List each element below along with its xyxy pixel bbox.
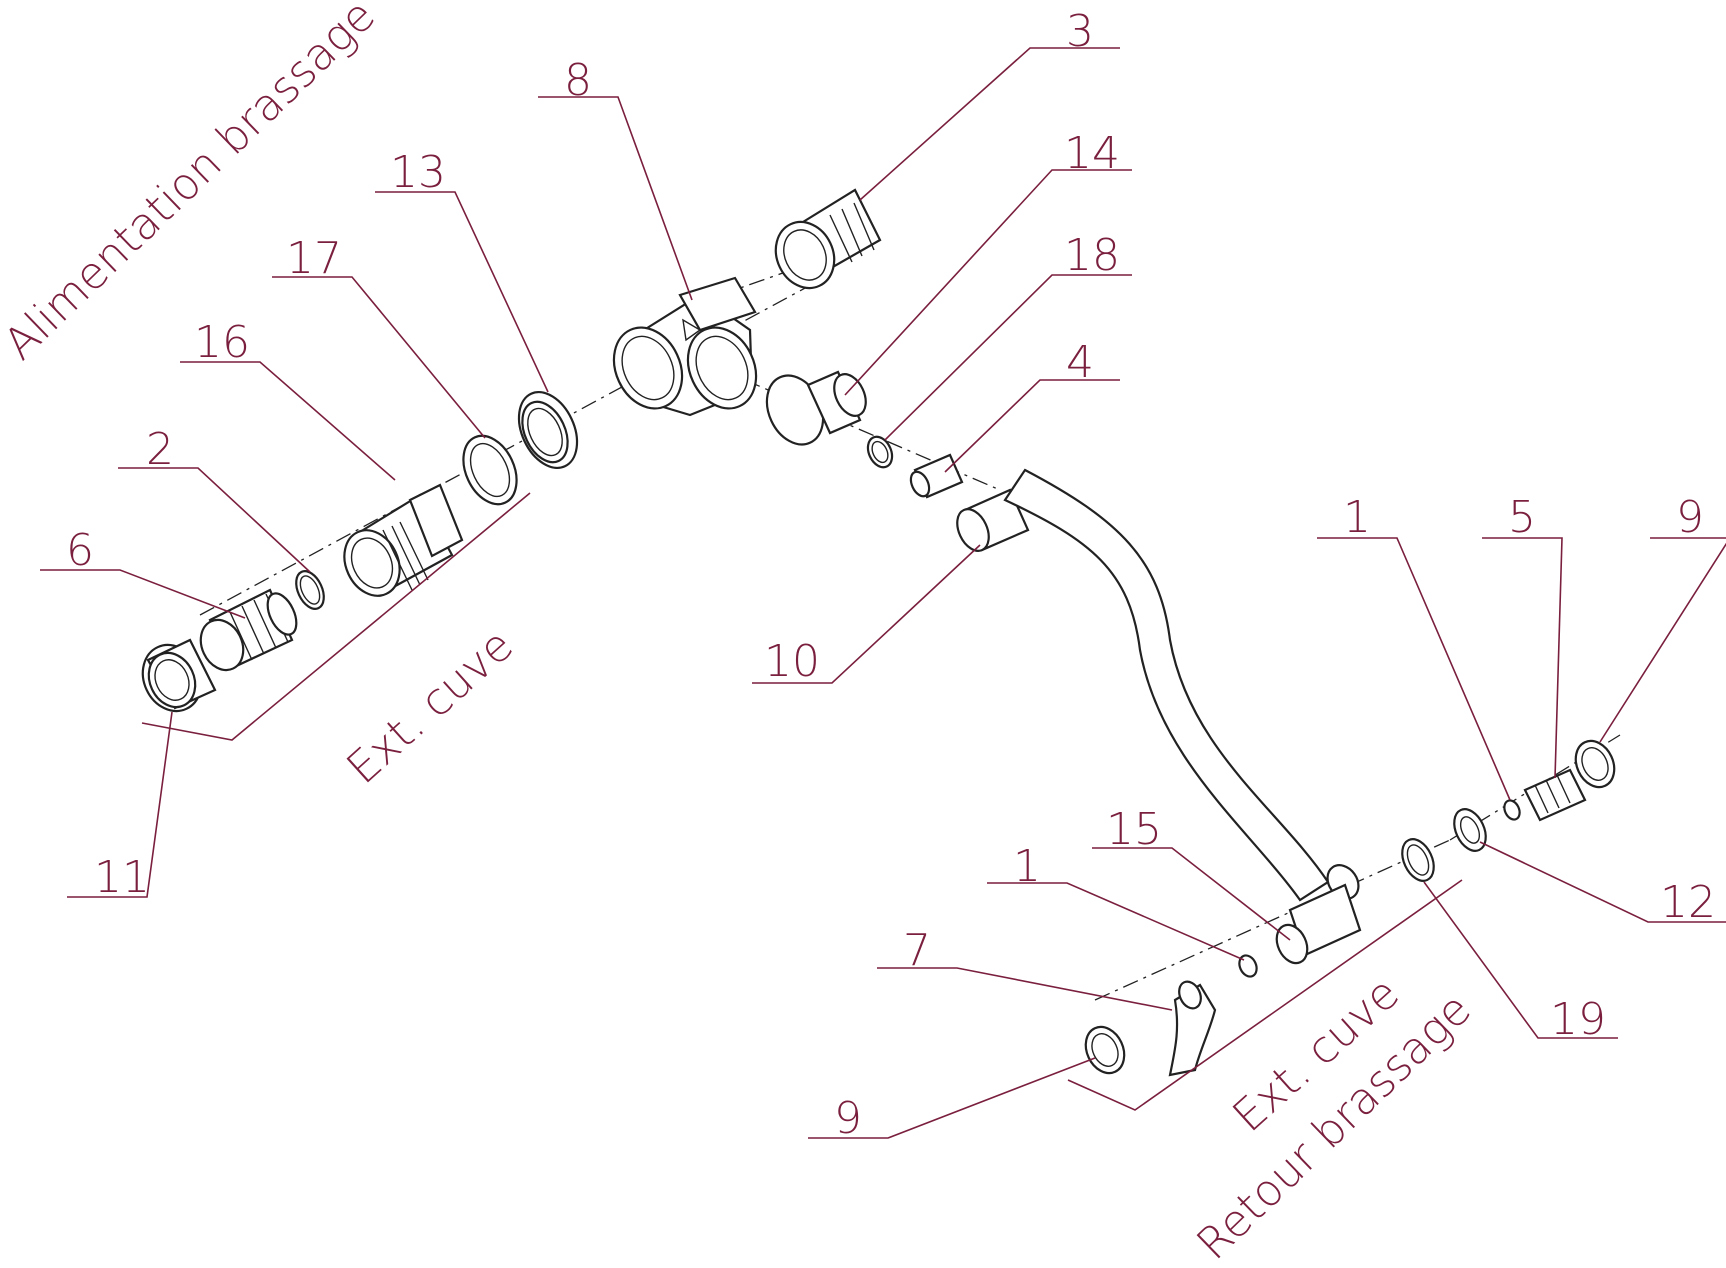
part-1-o-ring-lower	[1238, 954, 1258, 978]
callout-16: 16	[194, 317, 250, 368]
callout-1: 1	[1343, 492, 1371, 543]
callout-9: 9	[1676, 492, 1704, 543]
leader-line	[1067, 879, 1463, 1111]
part-1-o-ring-upper	[1503, 799, 1521, 821]
callout-17: 17	[286, 233, 342, 284]
part-10-hose-nut	[956, 488, 1030, 552]
leader-line	[752, 544, 981, 684]
part-3-hose-tail	[774, 188, 882, 290]
leader-line	[67, 711, 173, 898]
part-17-flat-gasket	[462, 434, 518, 506]
leader-line	[1423, 881, 1618, 1039]
leader-line	[118, 467, 311, 573]
leader-line	[40, 569, 246, 619]
center-axes	[199, 259, 1621, 1001]
part-15-elbow-adapter	[1275, 883, 1362, 965]
leader-line	[884, 274, 1132, 441]
leader-line	[272, 276, 486, 439]
part-13-tank-nut	[517, 391, 579, 469]
title-supply: Alimentation brassage	[0, 0, 385, 370]
callout-4: 4	[1066, 337, 1094, 388]
part-12-tank-nut	[1453, 808, 1487, 852]
callout-6: 6	[66, 525, 94, 576]
part-9-nut-lower	[1084, 1025, 1126, 1075]
callout-13: 13	[390, 147, 446, 198]
part-9-nut-upper	[1574, 739, 1616, 789]
part-2-o-ring	[295, 570, 325, 610]
part-8-tee-fitting	[612, 276, 758, 417]
callout-1: 1	[1013, 841, 1041, 892]
leader-line	[808, 1057, 1096, 1139]
leader-line	[141, 492, 531, 741]
part-16-threaded-adapter	[343, 483, 464, 597]
leader-line	[538, 96, 693, 301]
leader-line	[877, 967, 1173, 1011]
leader-line	[180, 361, 396, 481]
callouts: 3 8 14 13 18 17 4 16 2 6 10 1 5 9 11 15 …	[66, 6, 1716, 1144]
callout-18: 18	[1064, 230, 1120, 281]
leader-line	[1599, 537, 1726, 743]
leader-line	[1092, 847, 1291, 941]
part-14-reducer	[765, 370, 867, 446]
callout-12: 12	[1660, 877, 1716, 928]
callout-8: 8	[564, 55, 592, 106]
callout-2: 2	[146, 424, 174, 475]
leader-line	[375, 191, 549, 393]
callout-7: 7	[903, 925, 931, 976]
leader-line	[844, 169, 1132, 396]
part-18-o-ring	[866, 435, 894, 469]
part-6-hose-tail	[199, 588, 298, 672]
callout-3: 3	[1066, 6, 1094, 57]
callout-14: 14	[1064, 128, 1120, 179]
part-19-gasket	[1401, 838, 1435, 882]
callout-10: 10	[764, 636, 820, 687]
callout-11: 11	[94, 852, 150, 903]
leader-lines	[40, 47, 1726, 1139]
callout-9: 9	[834, 1093, 862, 1144]
leader-line	[944, 379, 1120, 473]
leader-line	[1479, 841, 1726, 923]
leader-line	[1482, 537, 1563, 779]
leader-line	[859, 47, 1120, 201]
part-7-elbow-barb	[1168, 980, 1217, 1077]
part-4-hose-barb	[909, 453, 964, 499]
leader-line	[987, 882, 1245, 961]
callout-19: 19	[1550, 994, 1606, 1045]
hose	[1003, 468, 1360, 902]
callout-15: 15	[1106, 804, 1162, 855]
title-outside-left: Ext. cuve	[337, 620, 523, 795]
part-11-union-nut	[141, 638, 217, 713]
callout-5: 5	[1508, 492, 1536, 543]
leader-line	[1317, 537, 1511, 801]
